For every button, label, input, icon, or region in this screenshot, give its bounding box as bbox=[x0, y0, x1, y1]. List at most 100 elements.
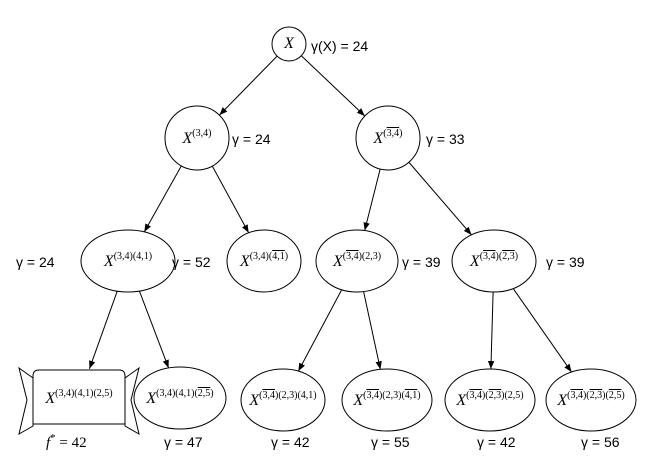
pair-text: ( bbox=[479, 251, 484, 262]
node-label-base: X bbox=[103, 253, 114, 270]
node-label-superscript: (3,4)(4,1)(2,5) bbox=[55, 388, 112, 399]
negated-pair: 2,5 bbox=[197, 388, 211, 399]
pair-text: ) bbox=[417, 390, 421, 401]
negated-pair: 3,4 bbox=[570, 390, 583, 401]
optimal-value: = 42 bbox=[55, 435, 87, 451]
pair-text: ) bbox=[210, 388, 214, 399]
pair-text: (3,4)(4,1)(2,5) bbox=[55, 388, 113, 399]
edge-root-to-n34 bbox=[219, 55, 278, 116]
edge-n34b-to-n34b_23b bbox=[408, 161, 472, 236]
pair-text: )( bbox=[481, 390, 489, 401]
node-n34b_23b-gamma: γ = 39 bbox=[546, 254, 585, 270]
node-label-base: X bbox=[373, 130, 384, 147]
node-l1-gamma: f* = 42 bbox=[46, 433, 87, 451]
pair-text: ( bbox=[259, 390, 263, 401]
pair-text: )( bbox=[495, 251, 503, 262]
node-l2-gamma: γ = 47 bbox=[164, 434, 203, 450]
pair-text: ) bbox=[399, 128, 403, 139]
node-label-base: X bbox=[353, 392, 364, 409]
negated-pair: 4,1 bbox=[272, 251, 285, 262]
negated-pair: 3,4 bbox=[346, 251, 359, 262]
pair-text: (3,4) bbox=[192, 128, 212, 139]
node-n34b_23b-ellipse bbox=[451, 229, 537, 293]
pair-text: ( bbox=[342, 251, 347, 262]
node-n34_41-ellipse bbox=[80, 229, 176, 293]
pair-text: (3,4)( bbox=[249, 251, 273, 262]
pair-text: ( bbox=[567, 390, 571, 401]
negated-pair: 3,4 bbox=[483, 251, 496, 262]
node-l3-ellipse bbox=[240, 368, 326, 432]
node-label-base: X bbox=[284, 35, 294, 52]
node-l6-label: X(3,4)(2,3)(2,5) bbox=[557, 391, 624, 409]
edge-n34b_23b-to-l5 bbox=[487, 291, 495, 370]
node-label-superscript: (3,4)(4,1) bbox=[114, 251, 152, 262]
node-label-base: X bbox=[239, 253, 250, 270]
node-l2-label: X(3,4)(4,1)(2,5) bbox=[146, 389, 213, 407]
pair-text: )( bbox=[602, 390, 609, 401]
node-n34b_23-ellipse bbox=[315, 229, 399, 293]
node-label-base: X bbox=[456, 392, 467, 409]
negated-pair: 2,3 bbox=[589, 390, 603, 401]
node-l3-gamma: γ = 42 bbox=[271, 434, 310, 450]
node-label-superscript: (3,4)(2,3) bbox=[343, 251, 381, 262]
node-l3-label: X(3,4)(2,3)(4,1) bbox=[249, 391, 316, 409]
edge-n34b-to-n34b_23 bbox=[363, 168, 381, 231]
optimal-star: * bbox=[50, 432, 56, 444]
node-n34b_23-label: X(3,4)(2,3) bbox=[333, 252, 381, 270]
node-n34_41b-ellipse bbox=[226, 229, 302, 293]
node-label-superscript: (3,4)(2,3) bbox=[480, 251, 518, 262]
node-label-superscript: (3,4)(2,3)(2,5) bbox=[567, 390, 625, 401]
node-n34_41-gamma: γ = 24 bbox=[16, 254, 55, 270]
pair-text: ) bbox=[621, 390, 625, 401]
node-label-base: X bbox=[146, 390, 157, 407]
node-label-superscript: (3,4) bbox=[192, 128, 211, 139]
node-label-superscript: (3,4)(4,1)(2,5) bbox=[156, 388, 214, 399]
node-l4-gamma: γ = 55 bbox=[371, 434, 410, 450]
edge-n34b_23-to-l3 bbox=[297, 289, 343, 372]
pair-text: )(2,3)( bbox=[378, 390, 405, 401]
pair-text: ) bbox=[284, 251, 289, 262]
node-label-base: X bbox=[557, 392, 568, 409]
node-label-superscript: (3,4)(4,1) bbox=[250, 251, 288, 262]
negated-pair: 4,1 bbox=[404, 390, 418, 401]
node-l4-ellipse bbox=[341, 368, 433, 432]
node-n34_41-gamma-right: γ = 52 bbox=[172, 254, 211, 270]
node-n34b_23-gamma: γ = 39 bbox=[402, 254, 441, 270]
pair-text: ( bbox=[363, 390, 367, 401]
node-n34b-gamma: γ = 33 bbox=[426, 131, 465, 147]
node-label-base: X bbox=[182, 130, 193, 147]
node-label-base: X bbox=[45, 390, 56, 407]
node-l5-label: X(3,4)(2,3)(2,5) bbox=[456, 391, 523, 409]
negated-pair: 2,5 bbox=[608, 390, 622, 401]
node-n34-label: X(3,4) bbox=[183, 129, 212, 147]
edge-n34b_23-to-l4 bbox=[363, 291, 382, 370]
edge-root-to-n34b bbox=[300, 55, 366, 117]
node-root-gamma: γ(X) = 24 bbox=[311, 38, 369, 54]
pair-text: (3,4)(4,1) bbox=[113, 251, 153, 262]
node-n34b-ellipse bbox=[355, 105, 421, 171]
node-l4-label: X(3,4)(2,3)(4,1) bbox=[353, 391, 420, 409]
negated-pair: 3,4 bbox=[366, 390, 379, 401]
node-l5-gamma: γ = 42 bbox=[477, 434, 516, 450]
pair-text: )(2,3) bbox=[358, 251, 382, 262]
node-l1-label: X(3,4)(4,1)(2,5) bbox=[45, 389, 112, 407]
pair-text: )(2,3)(4,1) bbox=[274, 390, 317, 401]
negated-pair: 3,4 bbox=[469, 390, 482, 401]
node-n34-gamma: γ = 24 bbox=[232, 131, 271, 147]
node-n34b_23b-label: X(3,4)(2,3) bbox=[470, 252, 518, 270]
negated-pair: 2,3 bbox=[488, 390, 502, 401]
node-l1-banner bbox=[18, 366, 140, 436]
node-root-label: X bbox=[284, 36, 294, 52]
edge-n34-to-n34_41b bbox=[211, 165, 250, 234]
node-n34-ellipse bbox=[164, 105, 230, 171]
node-n34_41b-label: X(3,4)(4,1) bbox=[240, 252, 288, 270]
edge-n34_41-to-l1 bbox=[88, 291, 118, 369]
edge-n34b_23b-to-l6 bbox=[512, 288, 572, 373]
negated-pair: 3,4 bbox=[262, 390, 275, 401]
node-n34_41-label: X(3,4)(4,1) bbox=[104, 252, 152, 270]
node-l2-ellipse bbox=[133, 366, 227, 430]
edge-n34_41-to-l2 bbox=[138, 290, 170, 369]
edge-n34-to-n34_41 bbox=[143, 165, 182, 233]
